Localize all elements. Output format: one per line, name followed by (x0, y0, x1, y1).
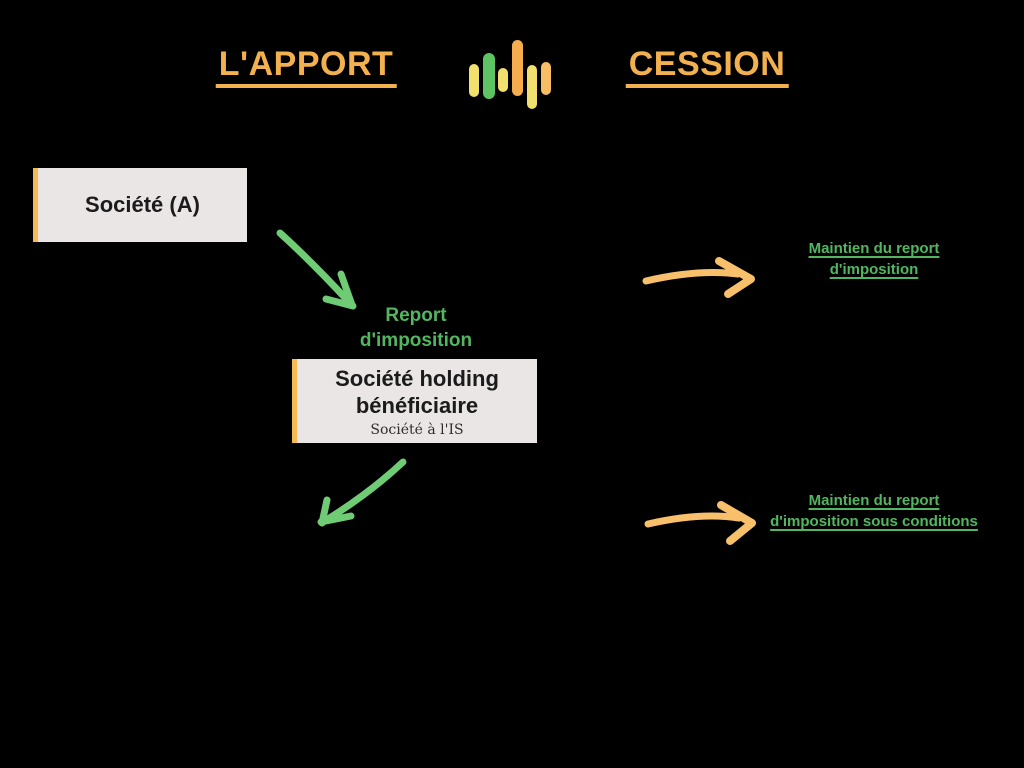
apport-title: L'APPORT (215, 44, 397, 88)
holding-title: Société holding bénéficiaire (335, 365, 499, 418)
logo-bar (469, 64, 479, 97)
maintien-report-conditions-line1: Maintien du report (808, 492, 940, 509)
equalizer-logo-icon (460, 35, 560, 115)
maintien-report-label: Maintien du report d'imposition (809, 238, 940, 280)
logo-bar (527, 65, 537, 109)
cession-title: CESSION (625, 44, 789, 88)
logo-bar (483, 53, 495, 99)
report-imposition-line1: Report (385, 305, 447, 326)
holding-box: Société holding bénéficiaire Société à l… (292, 359, 537, 443)
report-imposition-label: Report d'imposition (360, 303, 472, 353)
societe-a-label: Société (A) (85, 192, 200, 217)
report-imposition-line2: d'imposition (359, 330, 473, 351)
orange-arrow-bottom (644, 501, 756, 545)
maintien-report-line2: d'imposition (829, 261, 919, 278)
logo-bar (498, 68, 508, 92)
holding-subtitle: Société à l'IS (370, 421, 464, 438)
logo-bar (512, 40, 523, 96)
societe-a-box: Société (A) (33, 168, 247, 242)
maintien-report-conditions-line2: d'imposition sous conditions (770, 513, 978, 530)
maintien-report-conditions-label: Maintien du report d'imposition sous con… (770, 490, 978, 532)
logo-bar (541, 62, 551, 95)
green-arrow-apport (276, 229, 357, 310)
maintien-report-line1: Maintien du report (808, 240, 940, 257)
orange-arrow-top (642, 257, 755, 298)
green-arrow-cession (317, 458, 407, 527)
